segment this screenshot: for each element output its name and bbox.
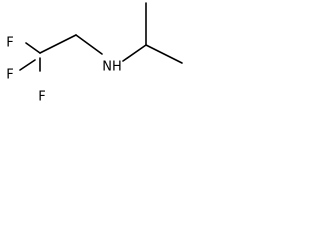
atom-label-fluorine-3: F [38, 90, 45, 105]
bond-cf-left [25, 42, 41, 54]
atom-label-fluorine-1: F [6, 36, 13, 51]
chemical-structure-diagram: F F F NH [6, 2, 183, 105]
atom-label-amine: NH [102, 60, 122, 75]
bond-cf3-ch2 [39, 34, 77, 54]
bond-nh-ch [122, 44, 147, 62]
atom-label-fluorine-2: F [6, 68, 13, 83]
bond-ch-methyl-right [145, 44, 183, 64]
bond-cf-lower-left [19, 59, 36, 71]
bond-ch2-nh [75, 34, 103, 55]
